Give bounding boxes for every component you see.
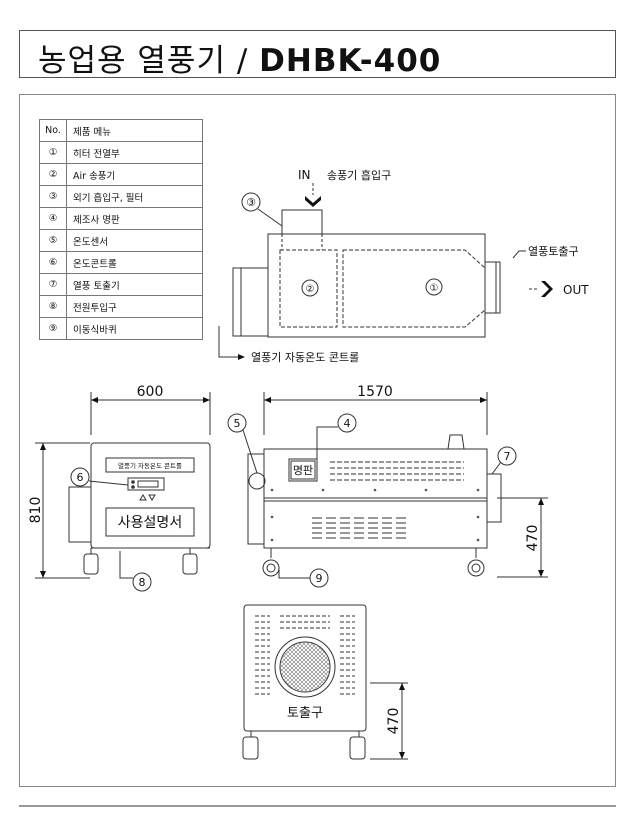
side-length-dim: 1570	[357, 384, 393, 400]
callout-1: ①	[430, 283, 439, 294]
rear-view: 토출구 470	[242, 604, 408, 760]
side-wheel-left	[262, 559, 280, 577]
callout-3-leader	[257, 208, 283, 227]
nameplate-box	[288, 458, 318, 482]
front-wheel-left	[83, 553, 99, 575]
nameplate-label: 명판	[293, 464, 313, 477]
row-name: 이동식바퀴	[66, 317, 203, 340]
callout-5: 5	[234, 417, 241, 430]
blower-section	[279, 249, 338, 328]
side-vent-bottom	[312, 517, 410, 539]
rear-vent-top	[280, 615, 330, 629]
side-wheel-left-hub	[266, 563, 276, 573]
manual-box	[105, 507, 195, 537]
temp-sensor	[248, 472, 266, 490]
side-controller-box	[247, 453, 265, 545]
callout-8-leader	[119, 551, 133, 579]
controller-leader	[218, 326, 238, 358]
callout-5-circle	[227, 413, 247, 433]
page-title: 농업용 열풍기 / DHBK-400	[38, 35, 441, 80]
controller-led	[131, 480, 135, 484]
controller-box	[232, 267, 269, 337]
outlet-label: 열풍토출구	[528, 245, 579, 258]
callout-4-circle	[337, 413, 357, 433]
front-panel-label-box	[105, 457, 195, 473]
schematic-view: IN 송풍기 흡입구 ③ ② ① 열풍토출구 OUT 열풍기 자동온도 콘트롤	[218, 168, 589, 364]
front-wheel-right	[182, 553, 198, 575]
outlet-leader	[512, 250, 526, 259]
callout-5-leader	[242, 429, 258, 474]
rear-vent-right	[340, 615, 355, 695]
controller-display	[127, 477, 165, 491]
title-box: 농업용 열풍기 / DHBK-400	[19, 30, 616, 80]
rear-vent-left	[255, 615, 270, 695]
callout-4: 4	[344, 417, 351, 430]
rear-wheel-right	[349, 736, 366, 760]
callout-9: 9	[316, 572, 323, 585]
rear-cabinet	[243, 604, 367, 732]
callout-3-circle	[241, 192, 261, 212]
side-view: 1570 5 명판 4	[227, 384, 548, 588]
callout-9-circle	[309, 568, 329, 588]
side-intake	[447, 434, 465, 450]
callout-8-circle	[132, 572, 152, 592]
bottom-rule	[19, 805, 616, 807]
rear-outlet-label: 토출구	[287, 706, 323, 721]
front-height-dim: 810	[28, 497, 44, 524]
controller-arrow-buttons	[139, 494, 156, 501]
controller-arrow-icon	[238, 354, 245, 360]
callout-6-leader	[88, 480, 129, 486]
callout-6: 6	[77, 471, 84, 484]
rear-outlet-mesh	[280, 642, 330, 692]
rear-height-dim: 470	[386, 708, 402, 735]
callout-7-circle	[497, 446, 517, 466]
side-height-dim: 470	[525, 525, 541, 552]
side-screws	[270, 488, 480, 542]
side-wheel-right-hub	[471, 563, 481, 573]
callout-1-circle	[425, 278, 443, 296]
rear-wheel-left	[242, 736, 259, 760]
callout-6-circle	[70, 467, 90, 487]
front-width-dim: 600	[137, 384, 164, 400]
title-model: DHBK-400	[259, 43, 442, 79]
front-panel-label: 열풍기 자동온도 콘트롤	[118, 461, 182, 470]
side-wheel-right	[467, 559, 485, 577]
intake-box	[281, 209, 323, 235]
callout-2-circle	[301, 279, 319, 297]
outlet-nozzle	[485, 261, 501, 314]
heater-body	[267, 233, 486, 338]
out-arrow-icon	[541, 281, 553, 297]
callout-3: ③	[246, 196, 256, 209]
rear-outlet-rim	[274, 636, 336, 698]
out-label: OUT	[563, 283, 589, 297]
intake-label: 송풍기 흡입구	[327, 168, 391, 182]
controller-screen	[137, 480, 159, 488]
callout-2: ②	[306, 284, 315, 295]
front-side-box	[68, 486, 92, 543]
callout-8: 8	[139, 576, 146, 589]
nameplate-inner	[290, 460, 316, 480]
heater-section	[342, 249, 486, 328]
callout-4-leader	[316, 426, 338, 459]
intake-arrow-icon	[305, 196, 321, 207]
title-prefix: 농업용 열풍기 /	[38, 43, 260, 79]
side-vent-top	[330, 461, 464, 481]
callout-7: 7	[504, 450, 511, 463]
callout-7-leader	[491, 461, 502, 475]
manual-label: 사용설명서	[118, 515, 182, 531]
controller-label: 열풍기 자동온도 콘트롤	[251, 351, 359, 364]
drawing-frame	[19, 94, 616, 787]
in-label: IN	[298, 168, 311, 182]
front-view: 600 810 열풍기 자동온도 콘트롤 사용설명서 6 8	[28, 384, 211, 592]
callout-9-leader	[278, 568, 310, 579]
controller-led	[131, 485, 135, 489]
